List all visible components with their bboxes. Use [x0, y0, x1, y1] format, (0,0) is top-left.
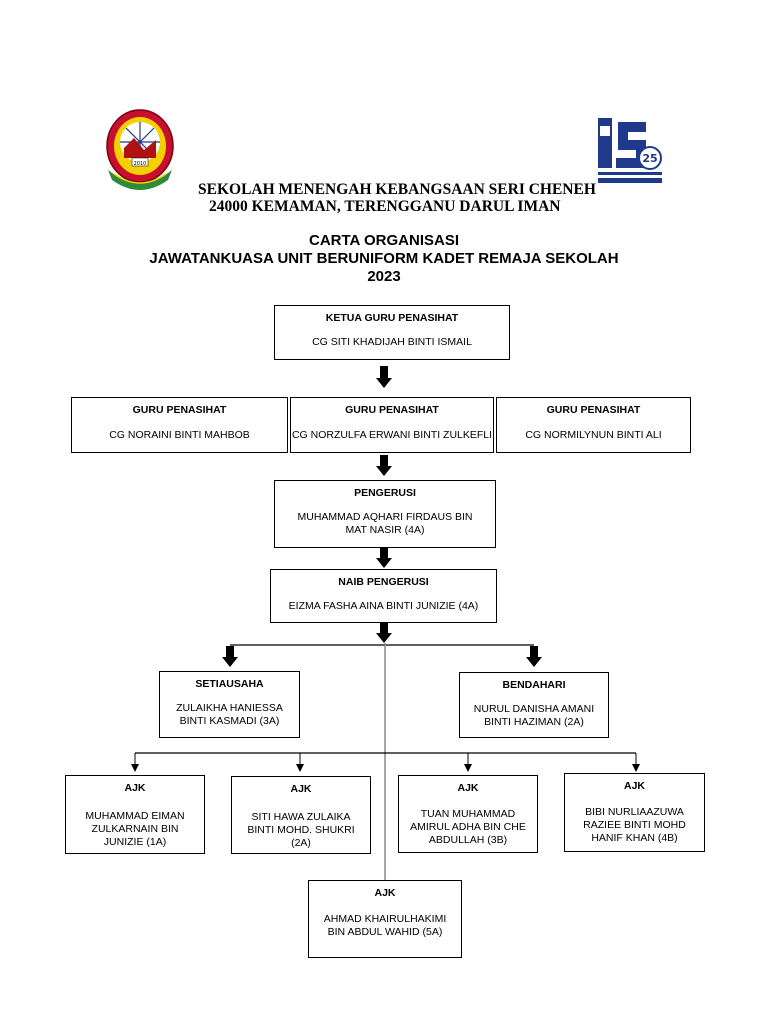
chart-title: CARTA ORGANISASI — [309, 232, 459, 249]
role-label: GURU PENASIHAT — [546, 404, 641, 416]
ajk-box-2: AJK SITI HAWA ZULAIKA BINTI MOHD. SHUKRI… — [231, 776, 371, 854]
role-label: SETIAUSAHA — [195, 678, 264, 690]
guru-penasihat-box-2: GURU PENASIHAT CG NORZULFA ERWANI BINTI … — [290, 397, 494, 453]
member-name: MUHAMMAD AQHARI FIRDAUS BIN MAT NASIR (4… — [297, 511, 473, 536]
role-label: GURU PENASIHAT — [345, 404, 439, 416]
ajk-box-3: AJK TUAN MUHAMMAD AMIRUL ADHA BIN CHE AB… — [398, 775, 538, 853]
chart-year: 2023 — [367, 268, 401, 285]
school-crest-logo: 2010 — [104, 108, 176, 192]
member-name: EIZMA FASHA AINA BINTI JUNIZIE (4A) — [288, 600, 479, 612]
program-logo: 25 — [596, 112, 664, 188]
member-name: CG NORAINI BINTI MAHBOB — [109, 429, 250, 441]
member-name: MUHAMMAD EIMAN ZULKARNAIN BIN JUNIZIE (1… — [85, 810, 185, 848]
role-label: PENGERUSI — [354, 487, 416, 499]
role-label: GURU PENASIHAT — [132, 404, 227, 416]
role-label: AJK — [124, 782, 146, 794]
logo-number: 25 — [642, 152, 657, 165]
school-name: SEKOLAH MENENGAH KEBANGSAAN SERI CHENEH — [198, 181, 596, 198]
bendahari-box: BENDAHARI NURUL DANISHA AMANI BINTI HAZI… — [459, 672, 609, 738]
member-name: ZULAIKHA HANIESSA BINTI KASMADI (3A) — [176, 702, 283, 727]
member-name: AHMAD KHAIRULHAKIMI BIN ABDUL WAHID (5A) — [323, 913, 447, 938]
member-name: CG SITI KHADIJAH BINTI ISMAIL — [312, 336, 472, 348]
chart-subtitle: JAWATANKUASA UNIT BERUNIFORM KADET REMAJ… — [149, 250, 619, 267]
member-name: BIBI NURLIAAZUWA RAZIEE BINTI MOHD HANIF… — [583, 806, 686, 844]
role-label: AJK — [623, 780, 645, 792]
ajk-box-1: AJK MUHAMMAD EIMAN ZULKARNAIN BIN JUNIZI… — [65, 775, 205, 854]
role-label: AJK — [290, 783, 312, 795]
block-arrows — [222, 366, 542, 667]
guru-penasihat-box-1: GURU PENASIHAT CG NORAINI BINTI MAHBOB — [71, 397, 288, 453]
role-label: KETUA GURU PENASIHAT — [325, 312, 459, 324]
member-name: CG NORMILYNUN BINTI ALI — [525, 429, 662, 441]
ajk-box-4: AJK BIBI NURLIAAZUWA RAZIEE BINTI MOHD H… — [564, 773, 705, 852]
school-address: 24000 KEMAMAN, TERENGGANU DARUL IMAN — [209, 198, 561, 215]
member-name: TUAN MUHAMMAD AMIRUL ADHA BIN CHE ABDULL… — [410, 808, 526, 846]
role-label: AJK — [374, 887, 396, 899]
ketua-guru-penasihat-box: KETUA GURU PENASIHAT CG SITI KHADIJAH BI… — [274, 305, 510, 360]
member-name: CG NORZULFA ERWANI BINTI ZULKEFLI — [291, 429, 493, 441]
pengerusi-box: PENGERUSI MUHAMMAD AQHARI FIRDAUS BIN MA… — [274, 480, 496, 548]
role-label: NAIB PENGERUSI — [338, 576, 429, 588]
member-name: NURUL DANISHA AMANI BINTI HAZIMAN (2A) — [473, 703, 595, 728]
setiausaha-box: SETIAUSAHA ZULAIKHA HANIESSA BINTI KASMA… — [159, 671, 300, 738]
guru-penasihat-box-3: GURU PENASIHAT CG NORMILYNUN BINTI ALI — [496, 397, 691, 453]
role-label: AJK — [457, 782, 479, 794]
ajk-box-5: AJK AHMAD KHAIRULHAKIMI BIN ABDUL WAHID … — [308, 880, 462, 958]
member-name: SITI HAWA ZULAIKA BINTI MOHD. SHUKRI (2A… — [247, 811, 355, 849]
naib-pengerusi-box: NAIB PENGERUSI EIZMA FASHA AINA BINTI JU… — [270, 569, 497, 623]
svg-text:2010: 2010 — [134, 161, 147, 167]
role-label: BENDAHARI — [502, 679, 566, 691]
